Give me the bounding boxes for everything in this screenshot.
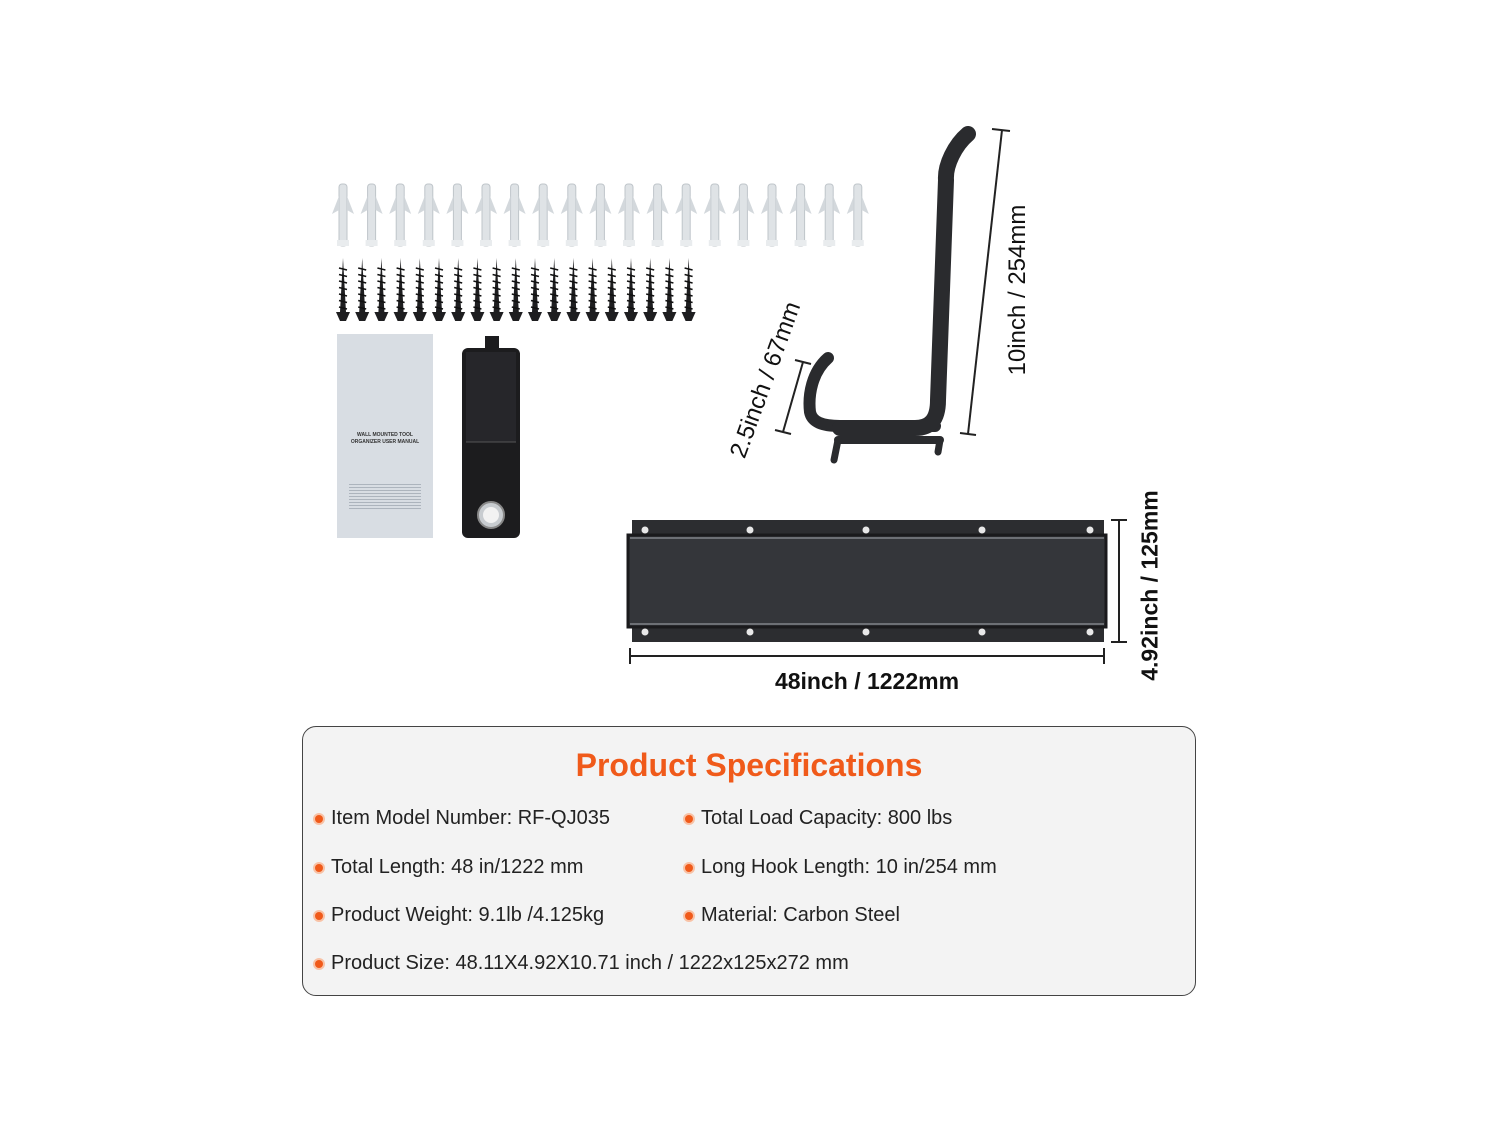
screw-icon	[662, 258, 677, 321]
screw-icon	[643, 258, 658, 321]
manual-title: WALL MOUNTED TOOL ORGANIZER USER MANUAL	[350, 432, 420, 445]
screw-icon	[566, 258, 581, 321]
screw-icon	[528, 258, 542, 321]
spec-text: Total Load Capacity: 800 lbs	[701, 807, 953, 829]
screw-icon	[508, 258, 523, 321]
screw-icon	[336, 258, 350, 321]
screw-icon	[355, 258, 370, 321]
screw-icon	[412, 258, 427, 321]
rail-hole	[978, 628, 986, 636]
wall-anchor-icon	[417, 183, 440, 247]
screws	[336, 258, 696, 321]
wall-anchor-icon	[818, 183, 841, 247]
screw-icon	[681, 258, 696, 321]
spec-text: Long Hook Length: 10 in/254 mm	[701, 856, 997, 878]
spec-text: Material: Carbon Steel	[701, 904, 900, 926]
screw-icon	[489, 258, 504, 321]
spec-item-size: Product Size: 48.11X4.92X10.71 inch / 12…	[315, 952, 849, 975]
screw-icon	[374, 258, 389, 321]
screw-icon	[393, 258, 408, 321]
wall-anchor-icon	[589, 183, 612, 247]
rail-hole	[862, 526, 870, 534]
wall-anchor-icon	[503, 183, 526, 247]
wall-anchor-icon	[618, 183, 640, 247]
specifications-title: Product Specifications	[575, 747, 923, 783]
spec-item-total-length: Total Length: 48 in/1222 mm	[315, 856, 583, 879]
long-hook-dimension-label: 10inch / 254mm	[1004, 204, 1031, 376]
screw-icon	[604, 258, 619, 321]
bullet-icon	[315, 959, 323, 968]
screw-icon	[624, 258, 638, 321]
bullet-icon	[315, 911, 323, 920]
user-manual: WALL MOUNTED TOOL ORGANIZER USER MANUAL	[337, 334, 433, 538]
wall-anchor-icon	[532, 183, 555, 247]
spec-text: Product Weight: 9.1lb /4.125kg	[331, 904, 605, 926]
hook-icon	[803, 352, 944, 464]
spec-item-hook-length: Long Hook Length: 10 in/254 mm	[685, 856, 997, 879]
screw-icon	[547, 258, 562, 321]
rail-hole	[641, 526, 649, 534]
spec-text: Product Size: 48.11X4.92X10.71 inch / 12…	[331, 952, 849, 974]
wall-anchor-icon	[389, 183, 412, 247]
manual-text-lines	[349, 484, 421, 510]
spec-text: Total Length: 48 in/1222 mm	[331, 856, 584, 878]
spec-item-model: Item Model Number: RF-QJ035	[315, 807, 610, 830]
rail-hole	[978, 526, 986, 534]
wall-anchor-icon	[761, 183, 783, 247]
wall-anchor-icon	[332, 183, 354, 247]
product-illustration	[332, 126, 1127, 664]
wall-anchor-icon	[675, 183, 698, 247]
wall-anchor-icon	[446, 183, 469, 247]
wall-anchor-icon	[703, 183, 726, 247]
screw-icon	[432, 258, 446, 321]
screw-icon	[451, 258, 466, 321]
rail-hole	[641, 628, 649, 636]
bullet-icon	[685, 863, 693, 872]
bullet-icon	[315, 863, 323, 872]
rail-hole	[746, 526, 754, 534]
bullet-icon	[315, 814, 323, 823]
rail-hole	[1086, 526, 1094, 534]
wall-anchor-icon	[789, 183, 812, 247]
specifications-panel: Product Specifications Item Model Number…	[302, 726, 1196, 996]
spec-item-weight: Product Weight: 9.1lb /4.125kg	[315, 904, 604, 927]
screw-icon	[585, 258, 600, 321]
bullet-icon	[685, 911, 693, 920]
bullet-icon	[685, 814, 693, 823]
wall-anchor-icon	[646, 183, 669, 247]
wall-anchor-icon	[360, 183, 383, 247]
screw-icon	[470, 258, 485, 321]
rail-hole	[862, 628, 870, 636]
wall-anchor-icon	[846, 183, 869, 247]
wall-anchors	[332, 183, 869, 247]
rail-icon	[626, 520, 1108, 642]
spec-item-material: Material: Carbon Steel	[685, 904, 900, 927]
spec-item-load-capacity: Total Load Capacity: 800 lbs	[685, 807, 952, 830]
wall-anchor-icon	[475, 183, 497, 247]
rail-hole	[1086, 628, 1094, 636]
wall-anchor-icon	[560, 183, 583, 247]
strap-icon	[462, 336, 520, 538]
rail-length-dimension-label: 48inch / 1222mm	[774, 668, 960, 694]
rail-height-dimension-label: 4.92inch / 125mm	[1136, 490, 1163, 681]
rail-hole	[746, 628, 754, 636]
wall-anchor-icon	[732, 183, 755, 247]
hook-icon	[832, 126, 976, 436]
spec-text: Item Model Number: RF-QJ035	[331, 807, 610, 829]
